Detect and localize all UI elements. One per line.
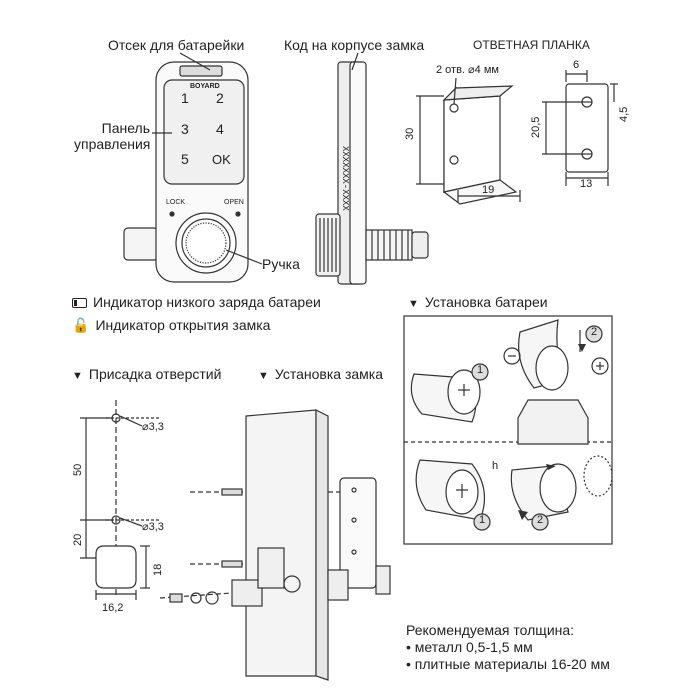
unlock-icon: 🔓 [72,317,90,333]
battery-step-top [410,319,609,445]
thickness-board: • плитные материалы 16-20 мм [406,656,610,672]
key-5: 5 [181,151,189,167]
triangle-down-icon: ▼ [72,370,83,382]
callout-control-panel-l2: управления [74,136,151,152]
strike-plate-title: ОТВЕТНАЯ ПЛАНКА [473,38,590,52]
strike-dim-right: 4,5 [618,106,630,122]
battery-step-2-top: 2 [591,326,598,338]
drill-hole-d-bottom: ⌀3,3 [142,521,164,533]
legend-low-battery: Индикатор низкого заряда батареи [72,294,321,310]
strike-plate-3d [442,85,518,205]
lock-brand: BOYARD [190,83,220,90]
drill-spacing: 50 [72,463,84,476]
section-lock-install: ▼Установка замка [258,366,384,382]
strike-dim-width: 19 [482,184,495,196]
drill-hole-d-top: ⌀3,3 [142,421,164,433]
battery-h-label: h [492,460,499,472]
lock-side-view [315,61,429,285]
key-1: 1 [181,90,189,106]
battery-step-bottom [415,455,613,521]
thickness-metal: • металл 0,5-1,5 мм [406,639,533,655]
strike-dim-spacing: 20,5 [530,116,542,138]
strike-dim-top: 6 [573,59,580,71]
key-4: 4 [216,121,224,137]
battery-icon [72,298,87,309]
lock-install-diagram [159,409,391,681]
strike-plate-front [565,83,609,173]
key-2: 2 [216,90,224,106]
thickness-title: Рекомендуемая толщина: [406,622,575,638]
battery-step-1-top: 1 [477,364,484,376]
battery-step-1-bottom: 1 [479,514,486,526]
drill-offset: 20 [72,533,84,546]
lock-label: LOCK [166,199,186,206]
strike-holes: 2 отв. ⌀4 мм [436,64,499,76]
callout-lock-code: Код на корпусе замка [284,37,425,53]
strike-dim-height: 30 [404,127,416,140]
battery-step-2-bottom: 2 [537,514,544,526]
lock-front-view [123,61,249,283]
legend-unlocked: 🔓Индикатор открытия замка [72,317,271,333]
open-label: OPEN [224,199,244,206]
key-3: 3 [181,121,189,137]
callout-control-panel-l1: Панель [101,120,150,136]
strike-dim-bottom: 13 [580,178,593,190]
drill-width: 16,2 [102,602,124,614]
triangle-down-icon: ▼ [258,370,269,382]
callout-knob: Ручка [262,256,300,272]
triangle-down-icon: ▼ [408,298,419,310]
callout-battery-compartment: Отсек для батарейки [108,37,245,53]
section-drilling: ▼Присадка отверстий [72,366,222,382]
section-battery-install: ▼Установка батареи [408,294,548,310]
drilling-diagram [80,400,160,600]
drill-height: 18 [152,563,164,576]
key-ok: OK [212,152,231,167]
side-code: XXXXXXX-XXXX [340,146,350,211]
